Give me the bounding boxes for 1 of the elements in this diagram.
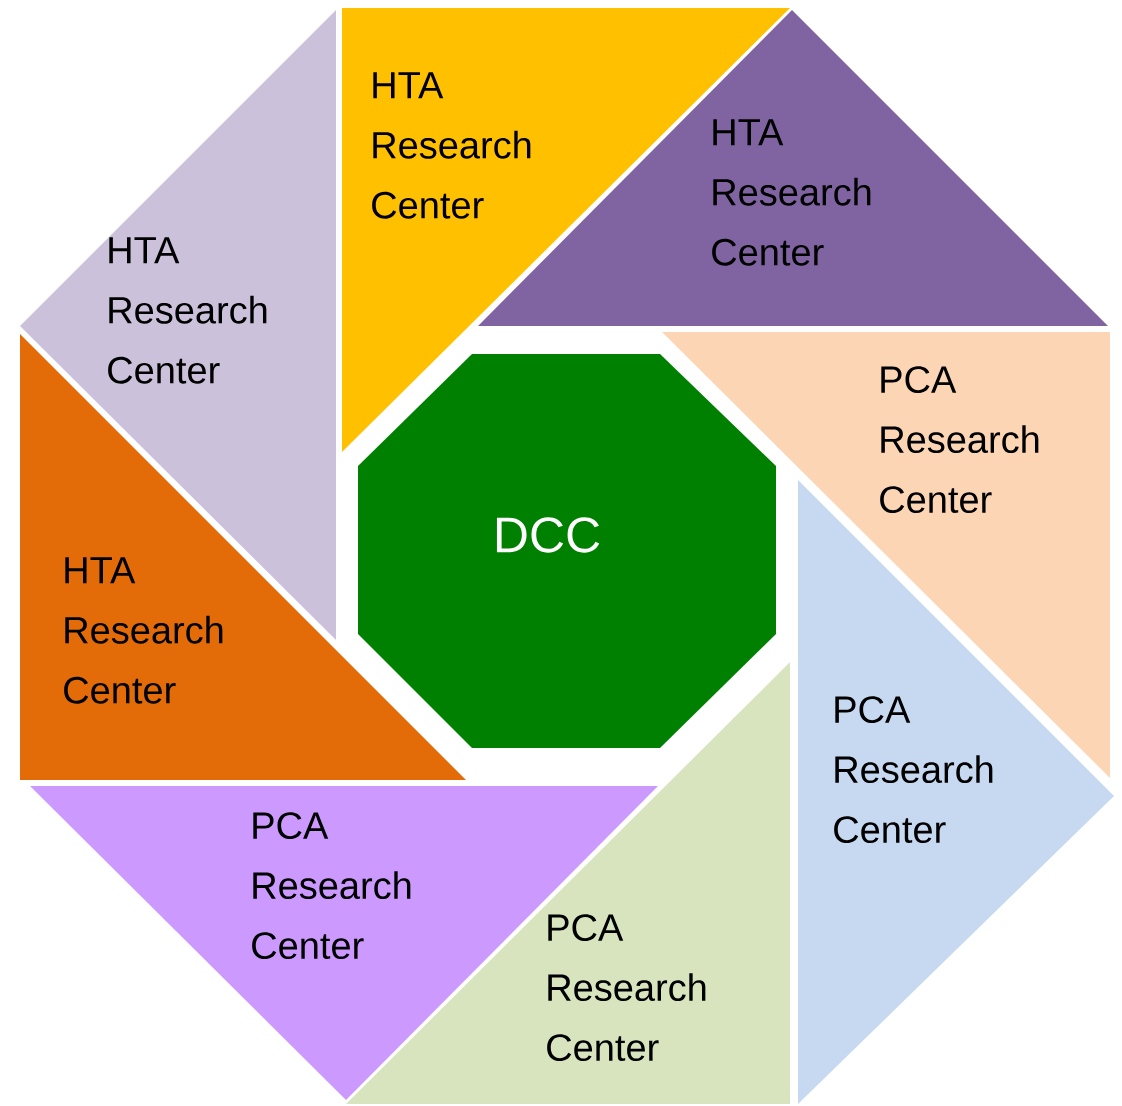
octagon: DCC [358, 354, 776, 748]
